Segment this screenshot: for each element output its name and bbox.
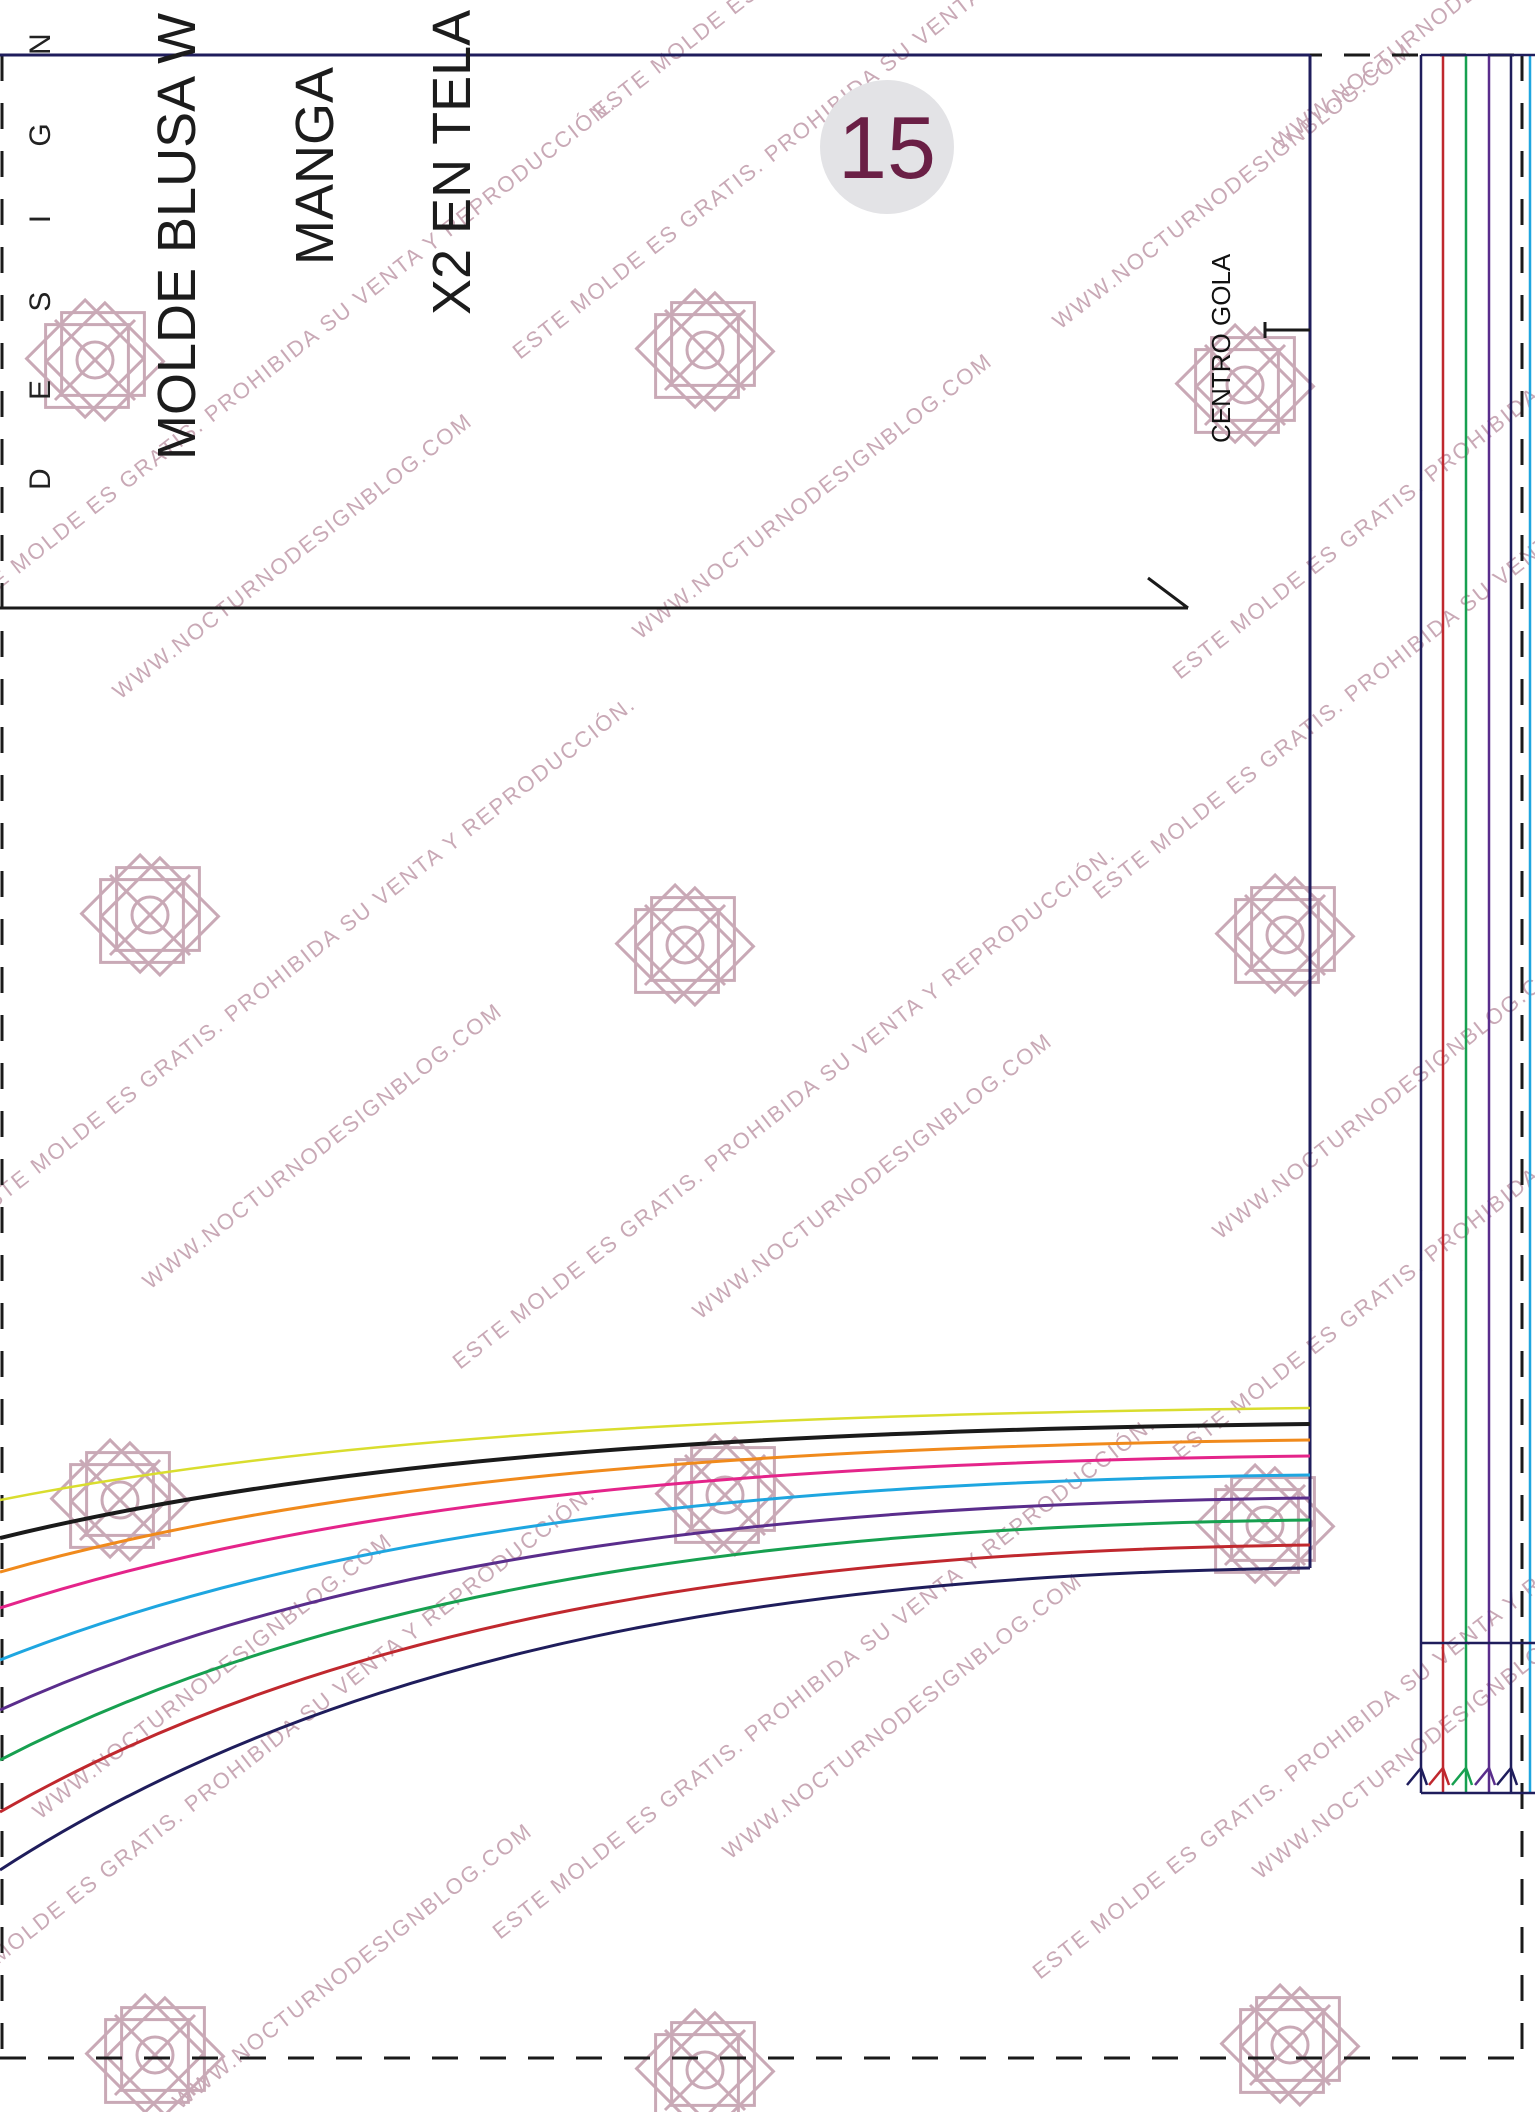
size-curve xyxy=(0,1438,1311,1574)
grainline-arrow xyxy=(0,576,1189,610)
logo-ornament xyxy=(1174,322,1316,448)
logo-ornament xyxy=(49,1437,191,1563)
logo-ornament xyxy=(1214,872,1356,998)
page-number: 15 xyxy=(838,98,936,197)
size-strip-notch xyxy=(1428,1765,1451,1786)
page-number-circle xyxy=(820,80,954,214)
pattern-title: MOLDE BLUSA W xyxy=(147,13,207,460)
logo-ornament xyxy=(1194,1462,1336,1588)
watermark-text: WWW.NOCTURNODESIGNBLOG.COM xyxy=(688,1028,1057,1324)
pattern-header: D E S I G N MOLDE BLUSA W MANGA X2 EN TE… xyxy=(24,3,1236,490)
size-curve xyxy=(0,1566,1311,1872)
logo-ornament-layer xyxy=(24,287,1361,2117)
watermark-text: WWW.NOCTURNODESIGNBLOG.COM xyxy=(168,1818,537,2112)
page-number-badge: 15 xyxy=(820,80,954,214)
watermark-text: WWW.NOCTURNODESIGNBLOG.COM xyxy=(1268,0,1535,154)
logo-ornament xyxy=(79,852,221,978)
size-curve xyxy=(0,1518,1311,1762)
size-curve xyxy=(0,1543,1311,1814)
logo-ornament xyxy=(634,2007,776,2117)
size-grading-strips xyxy=(1406,53,1535,1795)
size-curve xyxy=(0,1422,1311,1540)
watermark-text: ESTE MOLDE ES GRATIS. PROHIBIDA SU VENTA… xyxy=(448,841,1121,1374)
logo-ornament xyxy=(614,882,756,1008)
center-notch xyxy=(1263,322,1310,338)
brand-letters: D E S I G N xyxy=(24,3,57,490)
size-strip-notch xyxy=(1474,1765,1497,1786)
logo-ornament xyxy=(634,287,776,413)
size-curve xyxy=(0,1454,1311,1610)
pattern-outline xyxy=(0,53,1312,1568)
cut-instruction: X2 EN TELA xyxy=(422,10,482,315)
size-curve xyxy=(0,1496,1311,1712)
size-grading-curves xyxy=(0,1406,1311,1872)
piece-name: MANGA xyxy=(285,67,345,265)
size-strip-notch xyxy=(1496,1765,1519,1786)
size-curve xyxy=(0,1473,1311,1662)
size-strip-notch xyxy=(1451,1765,1474,1786)
logo-ornament xyxy=(1219,1982,1361,2108)
center-label: CENTRO GOLA xyxy=(1206,253,1236,443)
watermark-text: WWW.NOCTURNODESIGNBLOG.COM xyxy=(628,348,997,644)
logo-ornament xyxy=(84,1992,226,2117)
size-strip-notch xyxy=(1406,1765,1429,1786)
size-curve xyxy=(0,1406,1311,1502)
logo-ornament xyxy=(24,297,166,423)
